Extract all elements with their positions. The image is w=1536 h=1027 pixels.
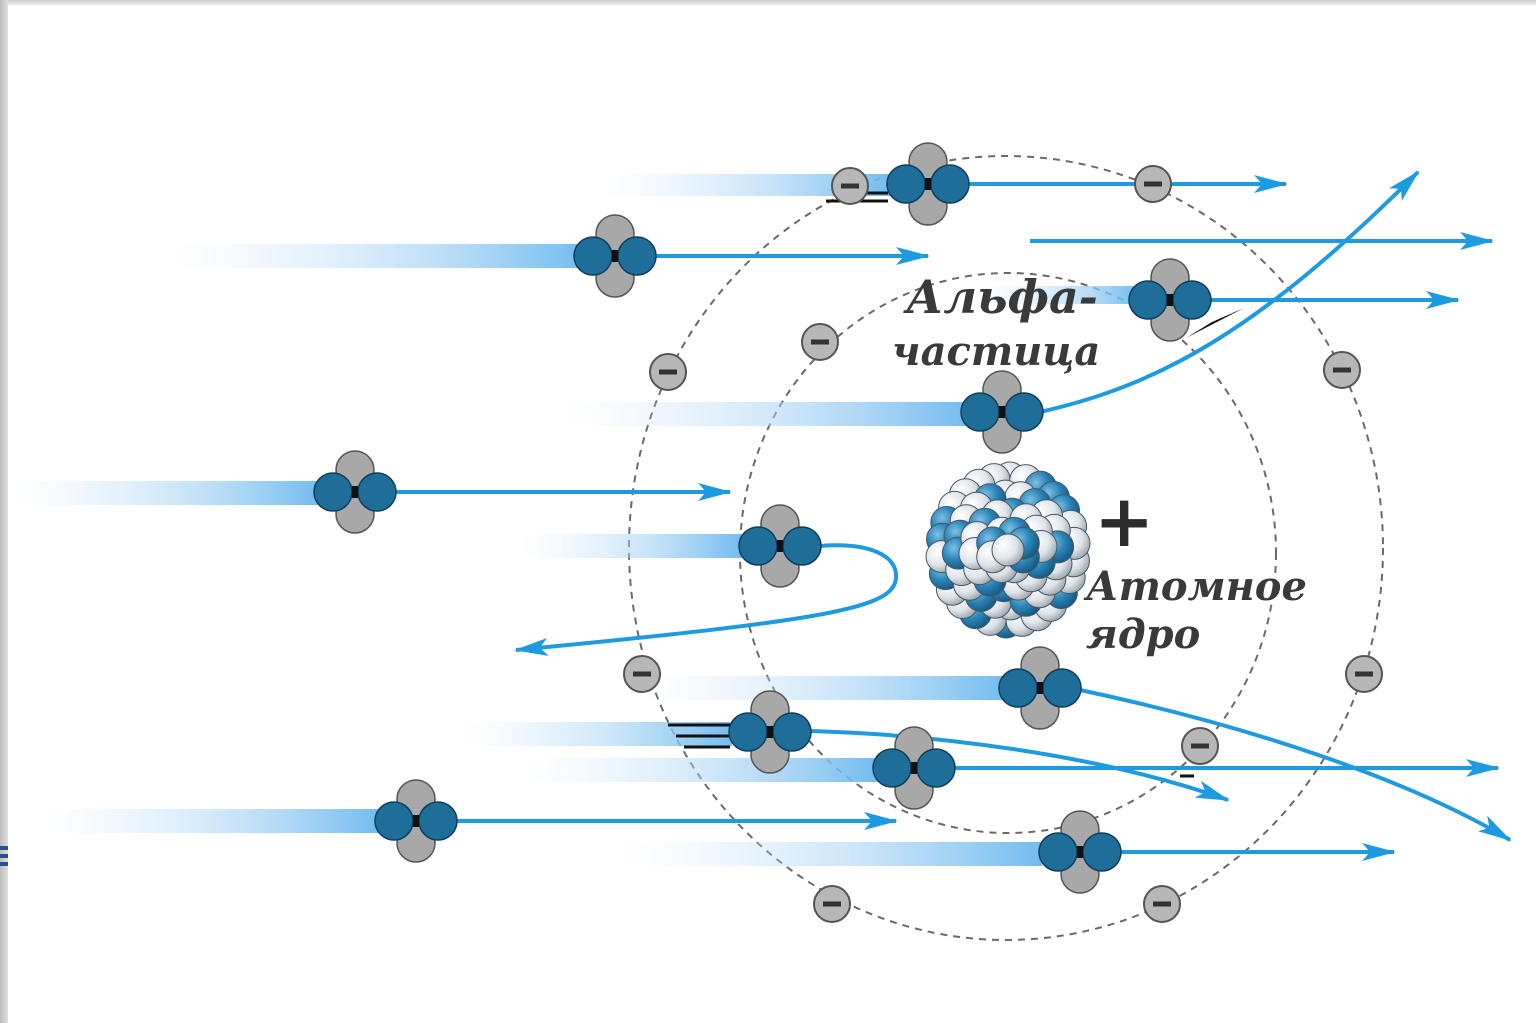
alpha-particle-icon	[374, 779, 458, 863]
left-frame-edge	[0, 0, 8, 1023]
trail	[560, 402, 970, 426]
trail	[520, 534, 742, 558]
electron-icon	[831, 167, 869, 205]
trail	[520, 758, 878, 782]
motion-trails	[8, 174, 1140, 866]
outer-orbit	[628, 155, 1384, 941]
alpha-particle-icon	[998, 646, 1082, 730]
electron-icon	[813, 885, 851, 923]
alpha-particle-icon	[313, 450, 397, 534]
alpha-particle-icon	[573, 214, 657, 298]
top-frame-edge	[0, 0, 1536, 5]
speed-wedge	[1186, 308, 1244, 338]
alpha-particle-icon	[1128, 258, 1212, 342]
trail	[40, 809, 380, 833]
electron-icon	[801, 323, 839, 361]
nucleus-label-line2: ядро	[1086, 611, 1200, 658]
alpha-particle-icon	[728, 690, 812, 774]
slide-edge-mark	[0, 846, 8, 872]
alpha-particle-label-line1: Альфа-	[903, 270, 1098, 324]
trail	[8, 481, 320, 505]
labels: Альфа- частица + Атомное ядро	[892, 270, 1307, 658]
nucleus-charge-label: +	[1094, 479, 1154, 563]
electron-icon	[1345, 655, 1383, 693]
electron-icon	[1181, 727, 1219, 765]
trajectory	[809, 729, 1230, 802]
alpha-particle-icon	[738, 504, 822, 588]
alpha-particle-icon	[872, 726, 956, 810]
nucleus-icon	[925, 461, 1091, 639]
trail	[980, 286, 1140, 304]
electron-icon	[1134, 165, 1172, 203]
alpha-trajectories	[394, 170, 1512, 861]
electron-icon	[1143, 885, 1181, 923]
nucleus-label-line1: Атомное	[1083, 563, 1307, 610]
trail	[620, 842, 1042, 866]
trajectory	[1039, 170, 1420, 414]
trail	[640, 676, 1005, 700]
electron-icon	[649, 353, 687, 391]
electrons	[623, 165, 1383, 923]
trail	[600, 174, 890, 196]
trail	[170, 244, 585, 268]
alpha-particle-icon	[1038, 810, 1122, 894]
alpha-particles	[313, 142, 1212, 894]
alpha-particle-icon	[960, 370, 1044, 454]
trajectory	[1079, 688, 1512, 842]
alpha-particle-label-line2: частица	[892, 328, 1100, 375]
electron-icon	[623, 655, 661, 693]
trajectory	[514, 543, 899, 656]
alpha-particle-icon	[886, 142, 970, 226]
electron-icon	[1323, 351, 1361, 389]
